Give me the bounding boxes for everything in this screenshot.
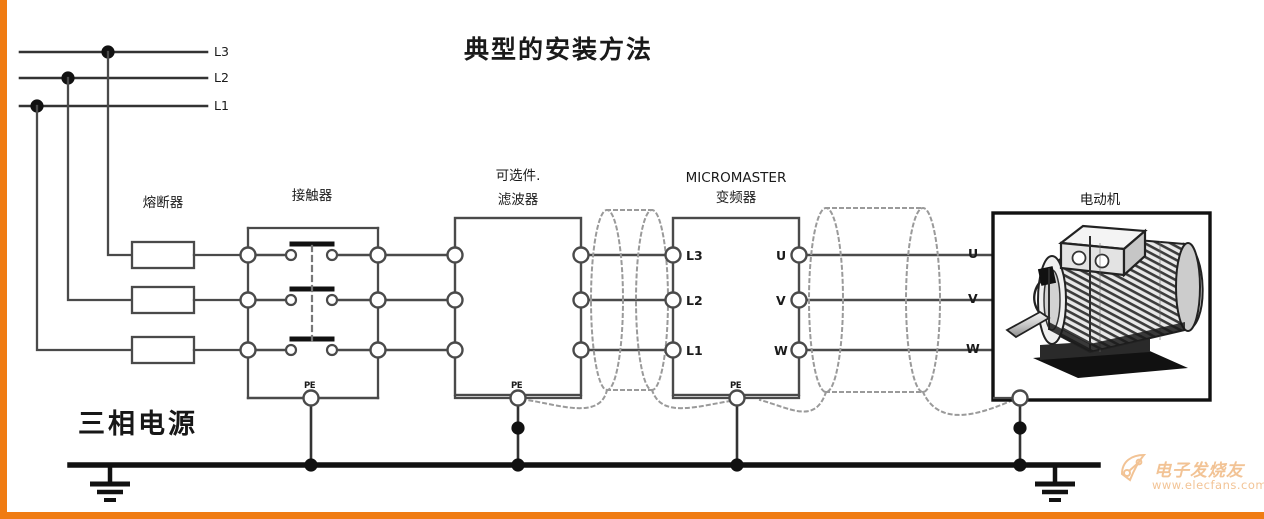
fuse-label: 熔断器	[142, 195, 184, 211]
filter-shield-dot	[511, 421, 525, 435]
phase-label-l3: L3	[214, 44, 229, 59]
phase-label-l1: L1	[214, 98, 229, 113]
phase-lines	[18, 50, 209, 108]
motor-shield-drain-right	[921, 390, 1015, 416]
watermark-text: 电子发烧友	[1154, 461, 1244, 481]
pe-terminal-filter	[509, 389, 527, 407]
inverter-input-label-l2: L2	[686, 293, 703, 308]
motor-illustration	[1005, 224, 1204, 378]
supply-label: 三相电源	[78, 409, 198, 440]
inverter-label-line1: MICROMASTER	[685, 170, 787, 186]
filter-pe-stub-left	[453, 395, 511, 400]
fuse-bank	[130, 240, 242, 365]
pe-label-filter: PE	[511, 381, 523, 391]
pe-drop-wires	[309, 403, 1022, 467]
bottom-accent-bar	[0, 512, 1264, 519]
pe-terminal-motor	[1011, 389, 1029, 407]
inverter-input-label-l1: L1	[686, 343, 703, 358]
filter-block	[453, 216, 583, 397]
inverter-output-label-v: V	[776, 293, 786, 308]
inverter-output-label-u: U	[776, 248, 787, 263]
filter-label-line1: 可选件.	[495, 168, 541, 184]
contactor-to-filter-wires	[383, 253, 457, 352]
filter-pe-stub-right	[525, 395, 583, 400]
watermark: 电子发烧友 www.elecfans.com	[1118, 452, 1264, 510]
filter-label-line2: 滤波器	[497, 192, 539, 208]
ground-bus-dots	[304, 421, 1027, 472]
pe-label-inverter: PE	[730, 381, 742, 391]
motor-input-label-u: U	[968, 246, 979, 261]
phase-label-l2: L2	[214, 70, 229, 85]
watermark-url: www.elecfans.com	[1152, 478, 1264, 492]
left-accent-bar	[0, 0, 7, 519]
motor-shield-drain-left	[758, 390, 828, 413]
pe-terminal-inverter	[728, 389, 746, 407]
shielded-cable-inverter-motor	[758, 207, 1015, 416]
pe-terminal-contactor	[302, 389, 320, 407]
motor-input-label-w: W	[966, 341, 980, 356]
shield-drain-left	[525, 388, 609, 410]
motor-shield-dot	[1013, 421, 1027, 435]
watermark-logo-icon	[1120, 453, 1147, 482]
pe-label-contactor: PE	[304, 381, 316, 391]
motor-label: 电动机	[1079, 192, 1121, 208]
motor-input-label-v: V	[968, 291, 978, 306]
contactor-assembly	[246, 226, 380, 400]
shield-drain-right	[650, 388, 739, 410]
inverter-label-line2: 变频器	[715, 190, 757, 206]
contactor-label: 接触器	[291, 188, 333, 204]
earth-symbol-left	[90, 465, 130, 502]
page-title: 典型的安装方法	[464, 35, 654, 64]
inverter-output-label-w: W	[774, 343, 788, 358]
inverter-pe-stub-left	[671, 395, 730, 400]
inverter-pe-stub-right	[744, 395, 801, 400]
inverter-input-label-l3: L3	[686, 248, 703, 263]
phase-drop-wires	[35, 50, 134, 352]
earth-symbol-right	[1020, 462, 1075, 502]
